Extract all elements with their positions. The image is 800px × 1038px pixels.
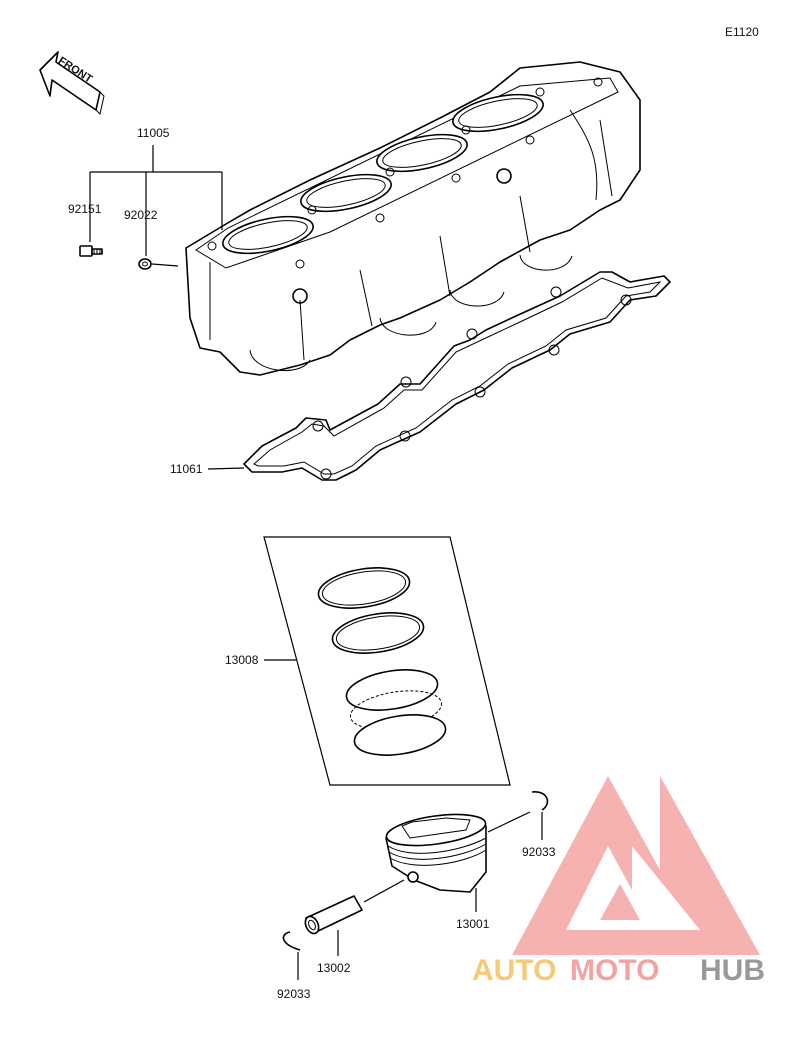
piston-ring-set: 13008 <box>225 536 511 786</box>
logo-text-moto: MOTO <box>570 954 659 987</box>
part-number-13002: 13002 <box>317 961 351 975</box>
part-number-92033-left: 92033 <box>277 987 311 1001</box>
diagram-code: E1120 <box>725 25 759 39</box>
callout-11005: 11005 <box>89 126 223 256</box>
circlip-left: 92033 <box>277 931 311 1001</box>
bolt: 92151 <box>68 202 103 257</box>
automotohub-logo: AUTO MOTO HUB <box>472 776 765 987</box>
circlip-right: 92033 <box>487 791 556 859</box>
part-number-11061: 11061 <box>170 462 203 476</box>
logo-text-auto: AUTO <box>472 954 556 987</box>
part-number-13001: 13001 <box>456 917 490 931</box>
part-number-13008: 13008 <box>225 653 259 667</box>
part-number-92151: 92151 <box>68 202 102 216</box>
front-arrow-icon: FRONT <box>39 51 105 115</box>
part-number-92022: 92022 <box>124 208 158 222</box>
piston: 13001 <box>385 813 490 931</box>
logo-text-hub: HUB <box>700 954 765 987</box>
part-number-92033-right: 92033 <box>522 845 556 859</box>
cylinder-gasket: 11061 <box>170 271 671 481</box>
piston-pin: 13002 <box>304 879 405 975</box>
cylinder-block <box>185 61 641 376</box>
washer: 92022 <box>124 208 179 270</box>
part-number-11005: 11005 <box>137 126 170 140</box>
